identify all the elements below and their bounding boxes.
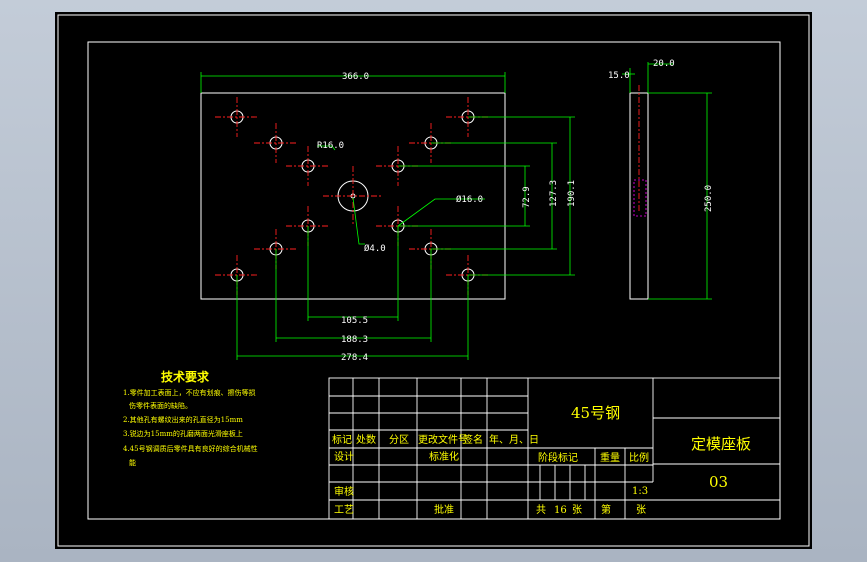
plate-front-view (200, 92, 506, 300)
sheet-total-value: 16 (554, 505, 567, 516)
dim-overall-width: 366.0 (200, 72, 506, 93)
dim-text-h3: 278.4 (341, 353, 368, 363)
sheet-total-suffix: 张 (572, 504, 582, 516)
dim-h1: 105.5 (307, 226, 399, 326)
dim-text-v1: 72.9 (522, 186, 532, 208)
note-line: 4.45号钢调质后零件具有良好的综合机械性 (123, 444, 258, 453)
hole (215, 97, 259, 137)
dim-text-side-w2: 20.0 (653, 59, 675, 69)
leader-center-dia: Ø4.0 (352, 197, 386, 254)
review-label: 审核 (334, 485, 354, 498)
header-date: 年、月、日 (489, 433, 539, 446)
sheet-index-suffix: 张 (636, 504, 646, 516)
outer-border (57, 14, 810, 547)
side-hidden-bore (633, 179, 647, 217)
title-block: 45号钢 定模座板 03 标记 处数 分区 更改文件号 签名 年、月、日 设计 … (328, 377, 781, 520)
sheet-total-prefix: 共 (536, 504, 546, 516)
dim-text-width: 366.0 (342, 72, 369, 82)
scale-label: 比例 (629, 451, 649, 464)
header-zone: 分区 (389, 434, 409, 446)
holes (215, 97, 490, 295)
header-mark: 标记 (332, 434, 352, 446)
leader-radius: R16.0 (317, 141, 344, 151)
drawing-sheet: 366.0 R16.0 Ø16.0 Ø4.0 72.9 (55, 12, 812, 549)
dim-text-h2: 188.3 (341, 335, 368, 345)
dim-v3: 190.1 (468, 116, 577, 276)
dim-side-height: 250.0 (648, 92, 714, 300)
approve-label: 批准 (434, 503, 454, 516)
dim-text-side-w1: 15.0 (608, 71, 630, 81)
note-line: 3.锐边为15mm的孔磨两面光滑座板上 (123, 429, 243, 438)
drawing-number-text: 03 (709, 473, 728, 491)
dim-text-radius: R16.0 (317, 141, 344, 151)
center-bore (323, 166, 383, 226)
dim-text-v3: 190.1 (567, 180, 577, 207)
leader-hole-dia: Ø16.0 (397, 194, 485, 227)
weight-label: 重量 (600, 451, 620, 464)
design-label: 设计 (334, 450, 354, 463)
standardize-label: 标准化 (429, 450, 459, 463)
hole (254, 123, 298, 163)
note-line: 2.其他孔有螺纹出来的孔直径为15mm (123, 415, 243, 424)
dim-text-center-dia: Ø4.0 (364, 243, 386, 254)
dim-text-hole-dia: Ø16.0 (456, 194, 483, 205)
dim-text-h1: 105.5 (341, 316, 368, 326)
dim-h3: 278.4 (236, 275, 469, 363)
drawing-canvas: 366.0 R16.0 Ø16.0 Ø4.0 72.9 (57, 14, 810, 547)
part-name-text: 定模座板 (691, 435, 751, 453)
material-text: 45号钢 (571, 404, 620, 422)
notes-title: 技术要求 (161, 369, 210, 384)
note-line: 伤零件表面的缺陷。 (129, 401, 192, 410)
header-change-doc: 更改文件号 (418, 433, 468, 446)
header-sign: 签名 (463, 433, 483, 446)
dim-side-top: 15.0 20.0 (608, 59, 675, 93)
technical-notes: 技术要求 1.零件加工表面上，不应有划痕、擦伤等损 伤零件表面的缺陷。 2.其他… (123, 369, 258, 467)
sheet-index-prefix: 第 (601, 503, 611, 516)
scale-value: 1:3 (632, 486, 648, 497)
note-line: 1.零件加工表面上，不应有划痕、擦伤等损 (123, 388, 256, 397)
stage-mark-label: 阶段标记 (538, 451, 578, 464)
dim-h2: 188.3 (275, 249, 432, 345)
hole (286, 146, 330, 186)
dim-v1: 72.9 (398, 165, 532, 227)
dim-text-side-height: 250.0 (704, 185, 714, 212)
header-count: 处数 (356, 433, 376, 446)
dim-text-v2: 127.3 (549, 180, 559, 207)
note-line: 能 (129, 458, 136, 467)
process-label: 工艺 (334, 504, 354, 516)
dim-v2: 127.3 (431, 142, 559, 250)
